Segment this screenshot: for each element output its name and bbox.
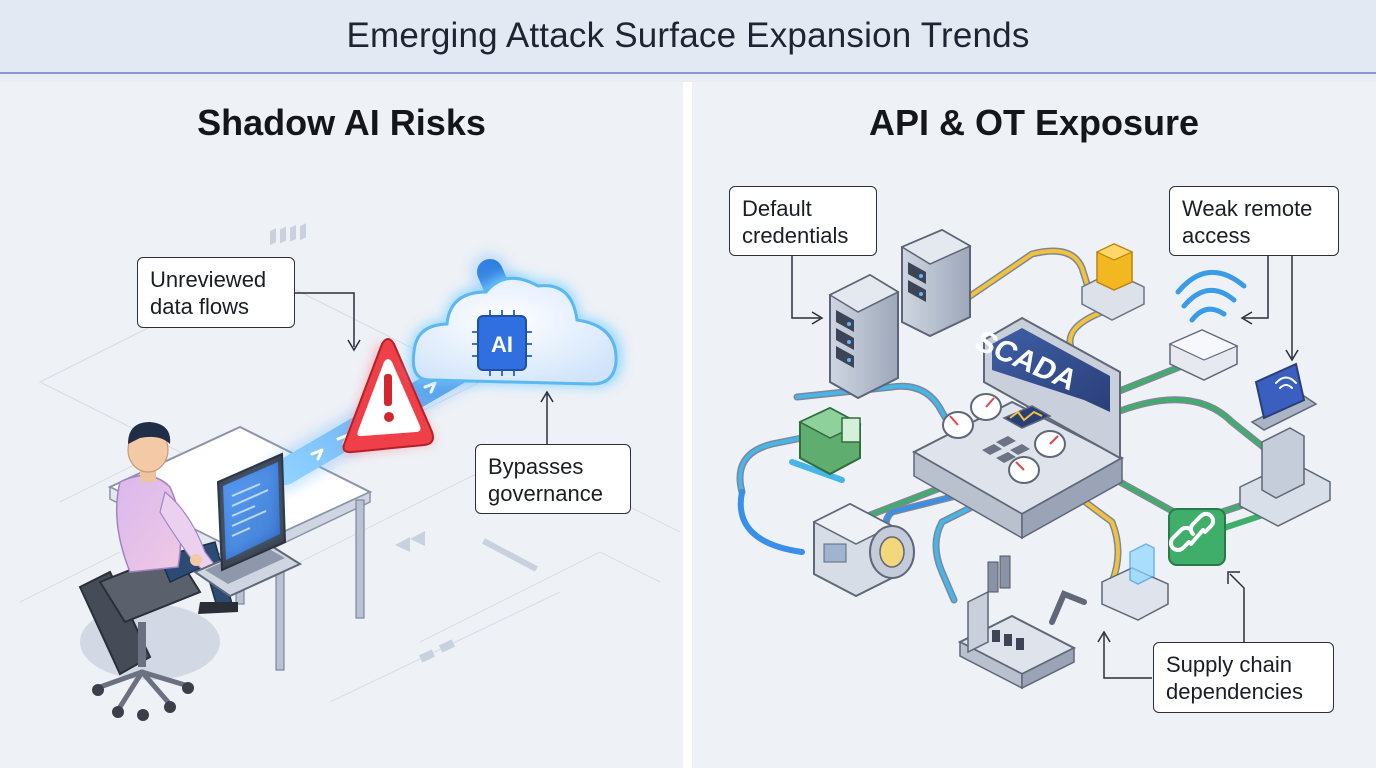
chain-link-icon xyxy=(1168,508,1226,566)
api-ot-title: API & OT Exposure xyxy=(868,102,1200,143)
callout-unreviewed-data-flows: Unreviewed data flows xyxy=(137,257,295,328)
grid-dashes xyxy=(270,223,538,663)
callout-weak-remote-access: Weak remote access xyxy=(1169,186,1339,256)
callout-default-credentials: Default credentials xyxy=(729,186,877,256)
ai-cloud-icon: AI xyxy=(409,273,623,387)
shadow-ai-title: Shadow AI Risks xyxy=(197,102,486,143)
conveyor-robot-icon xyxy=(957,555,1087,690)
industrial-machine-icon xyxy=(812,502,915,598)
wifi-router-icon xyxy=(1168,270,1247,381)
callout-supply-chain-dependencies: Supply chain dependencies xyxy=(1153,642,1334,713)
api-ot-illustration: SCADA xyxy=(736,228,1331,690)
warning-triangle-icon xyxy=(342,338,435,454)
remote-terminal-icon xyxy=(1239,362,1331,527)
shadow-ai-illustration: AI xyxy=(19,223,681,721)
api-ot-panel: API & OT Exposure xyxy=(692,82,1376,768)
gauge-icon xyxy=(942,393,1066,484)
panel-divider xyxy=(683,82,692,768)
callout-leaders xyxy=(295,292,554,444)
pump-icon xyxy=(798,406,862,476)
server-rack-icon xyxy=(828,273,900,400)
person-at-laptop-icon xyxy=(115,422,238,614)
ai-chip-label: AI xyxy=(491,332,513,357)
shadow-ai-panel: Shadow AI Risks xyxy=(0,82,683,768)
page-header: Emerging Attack Surface Expansion Trends xyxy=(0,0,1376,74)
page-title: Emerging Attack Surface Expansion Trends xyxy=(346,16,1030,55)
callout-bypasses-governance: Bypasses governance xyxy=(475,444,631,514)
callout-leaders xyxy=(791,256,1299,679)
box-stack-icon xyxy=(1081,243,1145,321)
ai-chip: AI xyxy=(472,310,532,376)
laptop-icon xyxy=(192,452,303,598)
server-rack-icon xyxy=(900,228,972,338)
sensor-box-icon xyxy=(1101,543,1169,621)
